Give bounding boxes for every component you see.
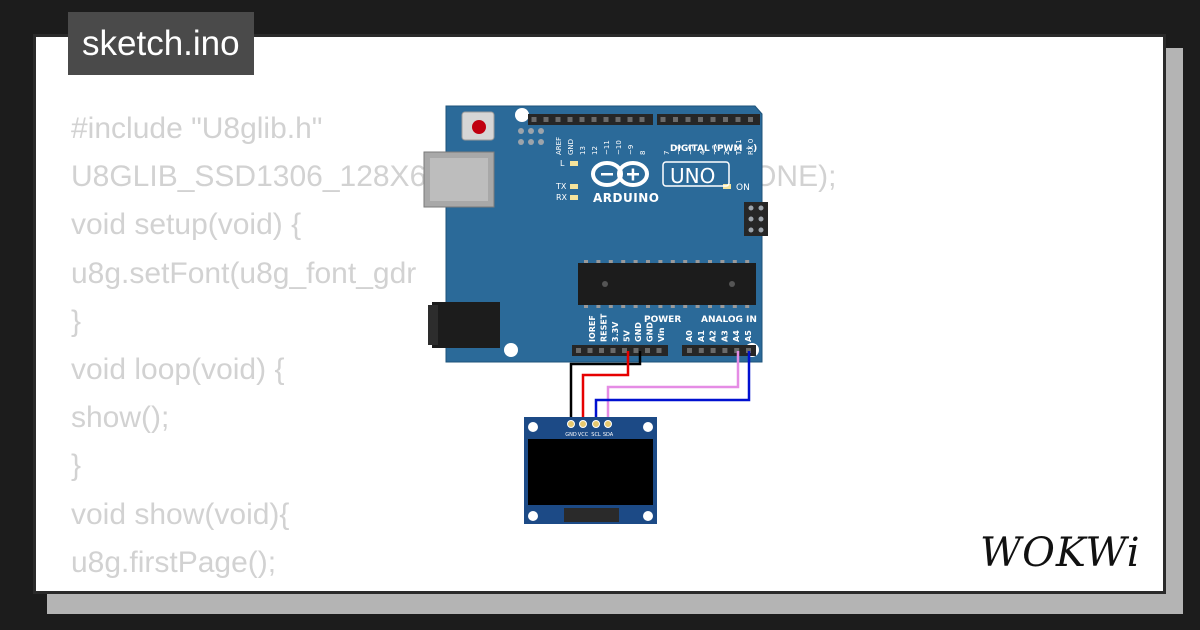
analog-header	[682, 345, 756, 356]
code-line: u8g.firstPage();	[71, 545, 277, 579]
digital-pin-label: 4	[699, 150, 707, 155]
model-name: UNO	[670, 164, 715, 188]
digital-pin-label: GND	[567, 139, 575, 155]
digital-pin-label: 13	[579, 146, 587, 155]
code-line: void setup(void) {	[71, 208, 302, 242]
digital-pin-label: 8	[639, 151, 647, 155]
analog-pin-label: A0	[685, 330, 694, 342]
mounting-hole	[504, 343, 518, 357]
code-line: }	[71, 304, 82, 338]
power-pin-label: IOREF	[588, 315, 597, 342]
led-tx	[570, 184, 578, 189]
digital-pin-label: ~10	[615, 140, 623, 155]
wire-sda	[606, 351, 740, 423]
arduino-logo	[591, 161, 649, 187]
digital-pin-label: 2	[723, 151, 731, 155]
power-header	[572, 345, 668, 356]
on-label: ON	[736, 183, 750, 193]
power-pin-label: GND	[634, 322, 643, 342]
icsp-header	[518, 128, 544, 145]
analog-pin-label: A1	[697, 330, 706, 342]
wire-vcc	[581, 351, 630, 423]
circuit-diagram: AREF GND 13 12 ~11 ~10 ~9 8 7 ~6 ~5 4 ~3 2 TX 1 RX 0 DI…	[423, 105, 768, 524]
oled-pin-pads	[567, 420, 612, 428]
led-label: L	[560, 159, 565, 168]
oled-pin-label: GND	[565, 432, 577, 438]
digital-pin-label: 12	[591, 146, 599, 155]
led-l	[570, 161, 578, 166]
oled-pin-label: VCC	[578, 432, 589, 438]
wire-gnd	[569, 351, 642, 423]
power-pin-label: 3.3V	[611, 321, 620, 342]
analog-pin-label: A5	[744, 330, 753, 342]
wire-scl	[594, 351, 751, 423]
wires	[569, 351, 751, 423]
side-header	[744, 202, 768, 236]
code-line: void loop(void) {	[71, 353, 285, 387]
digital-pin-label: 7	[663, 151, 671, 155]
power-pin-label: 5V	[623, 329, 632, 342]
reset-button[interactable]	[461, 111, 495, 141]
analog-pin-label: A2	[709, 330, 718, 342]
analog-pin-label: A4	[732, 330, 741, 342]
mounting-hole	[515, 108, 529, 122]
code-line: u8g.setFont(u8g_font_gdr	[71, 256, 417, 290]
arduino-brand: ARDUINO	[593, 191, 659, 205]
digital-header	[528, 114, 760, 125]
digital-pin-label: ~6	[675, 144, 683, 155]
digital-pin-label: ~9	[627, 145, 635, 155]
arduino-uno-board[interactable]: AREF GND 13 12 ~11 ~10 ~9 8 7 ~6 ~5 4 ~3 2 TX 1 RX 0 DI…	[423, 105, 768, 363]
power-label: POWER	[644, 315, 681, 325]
led-rx	[570, 195, 578, 200]
atmega-chip	[578, 260, 756, 308]
digital-pin-label: ~3	[711, 145, 719, 155]
power-pin-label: RESET	[600, 313, 609, 342]
status-led-labels: L TX RX	[555, 159, 568, 202]
oled-pin-label: SDA	[603, 432, 614, 438]
code-line: #include "U8glib.h"	[71, 112, 323, 145]
led-label: RX	[556, 193, 568, 202]
oled-pin-label: SCL	[591, 432, 601, 438]
digital-pin-label: AREF	[555, 137, 563, 155]
wokwi-wordmark: WOKWi	[980, 530, 1141, 576]
power-pin-label: GND	[646, 322, 655, 342]
digital-label: DIGITAL (PWM ~)	[670, 144, 757, 154]
wokwi-logo: WOKWi	[980, 530, 1141, 576]
oled-ribbon	[564, 508, 619, 522]
digital-pin-label: RX 0	[747, 139, 755, 155]
oled-screen	[528, 439, 653, 505]
digital-pin-labels: AREF GND 13 12 ~11 ~10 ~9 8 7 ~6 ~5 4 ~3 2 TX 1 RX 0	[555, 137, 755, 156]
filename-tab[interactable]: sketch.ino	[68, 12, 254, 75]
digital-pin-label: TX 1	[735, 139, 743, 156]
code-line: show();	[71, 401, 170, 435]
uno-badge	[662, 161, 730, 187]
digital-pin-label: ~5	[687, 145, 695, 155]
power-jack	[428, 302, 500, 348]
power-pin-label: Vin	[657, 327, 666, 342]
analog-pin-label: A3	[720, 330, 729, 342]
code-line: void show(void){	[71, 497, 290, 531]
code-line: do {	[71, 587, 836, 591]
code-line: }	[71, 449, 82, 483]
digital-pin-label: ~11	[603, 140, 611, 155]
analog-label: ANALOG IN	[701, 315, 757, 325]
led-label: TX	[555, 182, 567, 191]
